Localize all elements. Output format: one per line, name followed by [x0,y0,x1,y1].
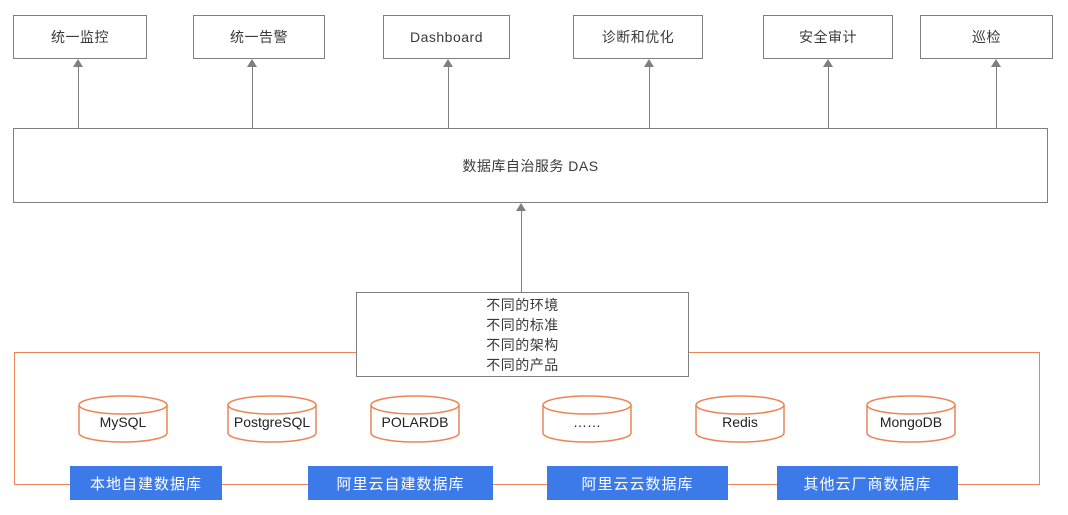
module-label-dashboard: Dashboard [410,29,483,45]
database-label-polardb: POLARDB [381,414,449,430]
module-label-alerting: 统一告警 [230,29,288,45]
heterogeneity-line-env: 不同的环境 [486,296,559,313]
database-label-mongodb: MongoDB [879,414,943,430]
category-label-local-selfbuilt: 本地自建数据库 [70,466,222,500]
database-cylinder-mysql: MySQL [78,395,168,443]
cylinder-icon [866,395,956,443]
module-box-inspection: 巡检 [920,15,1053,59]
module-label-monitoring: 统一监控 [51,29,109,45]
database-label-mysql: MySQL [99,414,147,430]
cylinder-icon [542,395,632,443]
category-label-other-vendors: 其他云厂商数据库 [777,466,958,500]
arrowhead-up-icon [823,59,833,67]
arrowhead-up-icon [247,59,257,67]
database-cylinder-others: …… [542,395,632,443]
arrow-das-to-security-audit [823,59,833,128]
cylinder-icon [227,395,317,443]
cylinder-icon [695,395,785,443]
module-box-diagnosis: 诊断和优化 [573,15,703,59]
heterogeneity-line-arch: 不同的架构 [486,336,559,353]
das-service-label: 数据库自治服务 DAS [462,157,599,174]
database-cylinder-polardb: POLARDB [370,395,460,443]
category-label-alicloud-cloud: 阿里云云数据库 [547,466,728,500]
category-label-alicloud-selfbuilt: 阿里云自建数据库 [308,466,493,500]
arrow-middle-to-das [516,203,526,292]
arrowhead-up-icon [644,59,654,67]
database-cylinder-postgresql: PostgreSQL [227,395,317,443]
database-cylinder-mongodb: MongoDB [866,395,956,443]
arrow-das-to-inspection [991,59,1001,128]
module-label-security-audit: 安全审计 [799,29,857,45]
cylinder-icon [78,395,168,443]
arrow-das-to-monitoring [73,59,83,128]
heterogeneity-line-standard: 不同的标准 [486,316,559,333]
arrow-das-to-dashboard [443,59,453,128]
database-label-postgresql: PostgreSQL [233,414,311,430]
arrowhead-up-icon [443,59,453,67]
heterogeneity-line-product: 不同的产品 [486,356,559,373]
database-label-redis: Redis [722,414,758,430]
module-label-diagnosis: 诊断和优化 [601,29,675,45]
module-label-inspection: 巡检 [972,29,1001,45]
module-box-alerting: 统一告警 [193,15,325,59]
arrowhead-up-icon [991,59,1001,67]
module-box-monitoring: 统一监控 [13,15,147,59]
database-cylinder-redis: Redis [695,395,785,443]
module-box-dashboard: Dashboard [383,15,510,59]
arrowhead-up-icon [73,59,83,67]
arrowhead-up-icon [516,203,526,211]
database-label-others: …… [573,414,601,430]
cylinder-icon [370,395,460,443]
das-service-box: 数据库自治服务 DAS [13,128,1048,203]
module-box-security-audit: 安全审计 [763,15,893,59]
arrow-das-to-alerting [247,59,257,128]
heterogeneity-box: 不同的环境 不同的标准 不同的架构 不同的产品 [356,292,689,377]
arrow-das-to-diagnosis [644,59,654,128]
